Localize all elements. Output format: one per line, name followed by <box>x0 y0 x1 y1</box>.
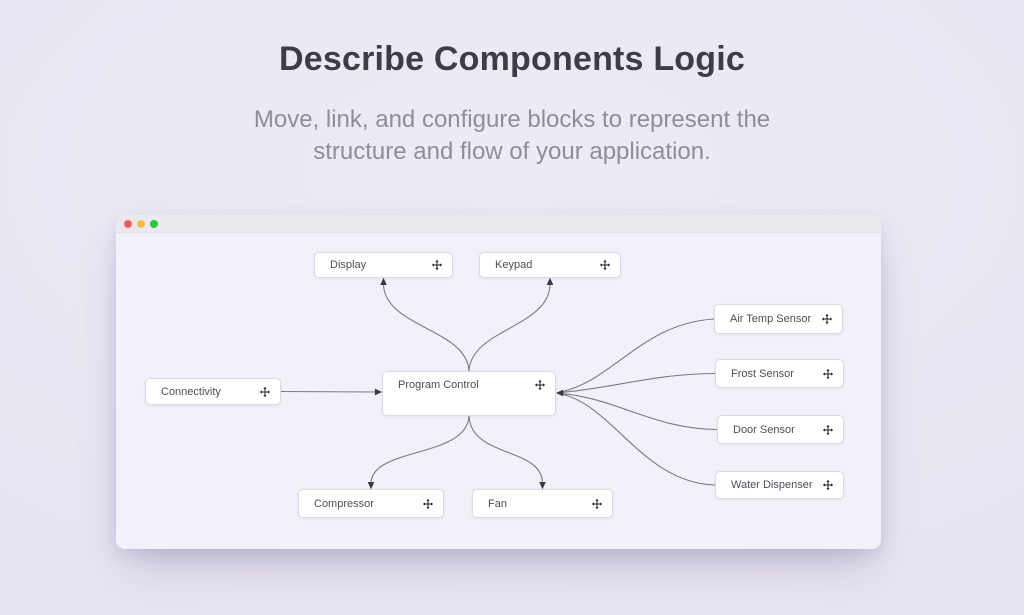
app-window: Display Keypad Air Temp Sensor Frost Sen… <box>116 215 881 549</box>
move-icon[interactable] <box>534 379 546 391</box>
edge-program-to-compressor <box>370 415 470 484</box>
edge-program-to-keypad <box>468 283 551 372</box>
edge-arrow-program-left <box>374 388 382 396</box>
edge-arrow-compressor <box>367 482 375 490</box>
node-label: Compressor <box>314 497 374 510</box>
node-label: Program Control <box>398 379 479 391</box>
diagram-canvas[interactable]: Display Keypad Air Temp Sensor Frost Sen… <box>116 233 881 549</box>
node-air-temp-sensor[interactable]: Air Temp Sensor <box>714 304 843 334</box>
move-icon[interactable] <box>822 368 834 380</box>
node-fan[interactable]: Fan <box>472 489 613 518</box>
edge-arrow-fan <box>539 482 546 490</box>
node-display[interactable]: Display <box>314 252 453 278</box>
node-label: Water Dispenser <box>731 479 813 491</box>
edge-connectivity-to-program <box>280 390 376 393</box>
node-label: Fan <box>488 497 507 510</box>
page-subtitle-line2: structure and flow of your application. <box>313 138 711 165</box>
edge-arrow-program-right <box>556 389 564 397</box>
node-water-dispenser[interactable]: Water Dispenser <box>715 471 844 499</box>
minimize-button[interactable] <box>137 219 145 228</box>
move-icon[interactable] <box>259 386 271 398</box>
node-door-sensor[interactable]: Door Sensor <box>717 415 844 444</box>
edge-arrow-keypad <box>546 277 554 285</box>
node-label: Display <box>330 259 367 271</box>
move-icon[interactable] <box>821 313 833 325</box>
node-label: Frost Sensor <box>731 367 794 380</box>
move-icon[interactable] <box>422 498 434 510</box>
node-connectivity[interactable]: Connectivity <box>145 378 281 405</box>
node-program-control[interactable]: Program Control <box>382 371 556 416</box>
edge-frost-to-program <box>562 372 716 393</box>
move-icon[interactable] <box>822 479 834 491</box>
move-icon[interactable] <box>591 498 603 510</box>
node-label: Keypad <box>495 259 533 271</box>
window-titlebar <box>116 215 881 233</box>
edge-arrow-display <box>380 277 387 285</box>
edges-layer <box>280 277 718 490</box>
edge-water-to-program <box>562 393 716 486</box>
zoom-button[interactable] <box>150 219 158 228</box>
node-frost-sensor[interactable]: Frost Sensor <box>715 359 844 388</box>
move-icon[interactable] <box>431 259 443 271</box>
node-compressor[interactable]: Compressor <box>298 489 444 518</box>
edge-airtemp-to-program <box>562 318 715 393</box>
move-icon[interactable] <box>599 259 611 271</box>
node-keypad[interactable]: Keypad <box>479 252 621 278</box>
page-title: Describe Components Logic <box>279 40 745 78</box>
move-icon[interactable] <box>822 424 834 436</box>
page-subtitle-line1: Move, link, and configure blocks to repr… <box>253 106 771 133</box>
node-label: Air Temp Sensor <box>730 313 812 325</box>
page-subtitle: Move, link, and configure blocks to repr… <box>182 104 842 168</box>
edge-door-to-program <box>562 393 718 431</box>
edge-program-to-display <box>382 283 470 372</box>
close-button[interactable] <box>124 219 132 228</box>
node-label: Connectivity <box>161 385 221 398</box>
edge-program-to-fan <box>468 415 544 484</box>
node-label: Door Sensor <box>733 423 795 436</box>
